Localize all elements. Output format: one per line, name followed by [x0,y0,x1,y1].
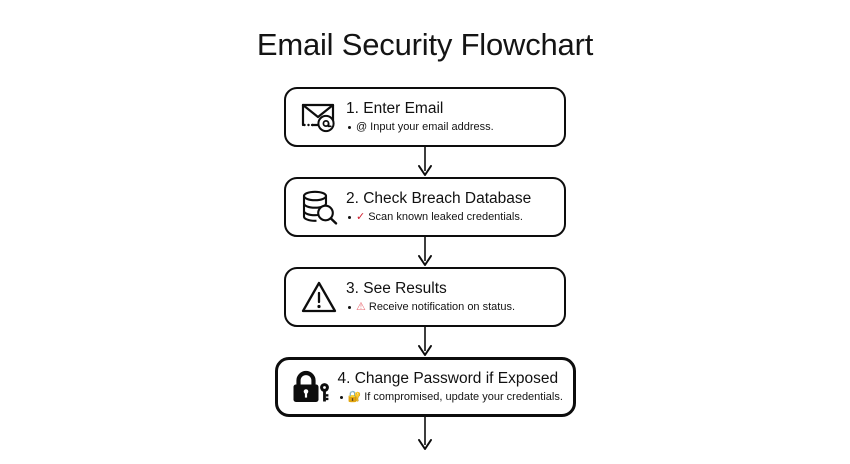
flow-step-check-breach-database[interactable]: 2. Check Breach Database ✓ Scan known le… [284,177,566,237]
check-mark-icon: ✓ [356,211,366,223]
flowchart-steps: 1. Enter Email @ Input your email addres… [0,87,850,451]
step-detail-text: If compromised, update your credentials. [364,391,563,403]
step-text-block: 3. See Results ⚠ Receive notification on… [346,279,554,315]
step-row-1: 1. Enter Email @ Input your email addres… [0,87,850,147]
step-detail: ⚠ Receive notification on status. [346,300,554,315]
flow-step-change-password-if-exposed[interactable]: 4. Change Password if Exposed 🔐 If compr… [274,357,576,417]
connector-arrow-2 [0,237,850,267]
step-row-2: 2. Check Breach Database ✓ Scan known le… [0,177,850,237]
at-sign-icon: @ [356,121,368,133]
step-detail: @ Input your email address. [346,120,554,135]
bullet-icon [348,126,351,129]
step-detail: ✓ Scan known leaked credentials. [346,210,554,225]
step-row-4: 4. Change Password if Exposed 🔐 If compr… [0,357,850,417]
envelope-at-icon [296,95,342,139]
step-text-block: 2. Check Breach Database ✓ Scan known le… [346,189,554,225]
warning-glyph-icon: ⚠ [356,301,366,313]
step-detail-text: Input your email address. [370,121,494,133]
flow-step-enter-email[interactable]: 1. Enter Email @ Input your email addres… [284,87,566,147]
connector-arrow-4 [0,417,850,451]
step-title: 2. Check Breach Database [346,190,532,207]
step-text-block: 1. Enter Email @ Input your email addres… [346,99,554,135]
closed-lock-key-emoji-icon: 🔐 [347,391,362,403]
step-text-block: 4. Change Password if Exposed 🔐 If compr… [338,369,563,405]
connector-arrow-1 [0,147,850,177]
step-detail-text: Receive notification on status. [368,301,516,313]
page-title: Email Security Flowchart [256,27,594,62]
bullet-icon [339,396,343,399]
connector-arrow-3 [0,327,850,357]
step-title: 4. Change Password if Exposed [337,370,559,387]
step-title: 3. See Results [346,280,447,297]
step-detail-text: Scan known leaked credentials. [368,211,523,223]
step-detail: 🔐 If compromised, update your credential… [338,390,563,405]
database-search-icon [296,185,342,229]
bullet-icon [348,306,351,309]
warning-triangle-icon [296,275,342,319]
padlock-key-icon [288,365,334,409]
flow-step-see-results[interactable]: 3. See Results ⚠ Receive notification on… [284,267,566,327]
step-row-3: 3. See Results ⚠ Receive notification on… [0,267,850,327]
bullet-icon [348,216,351,219]
step-title: 1. Enter Email [346,100,444,117]
